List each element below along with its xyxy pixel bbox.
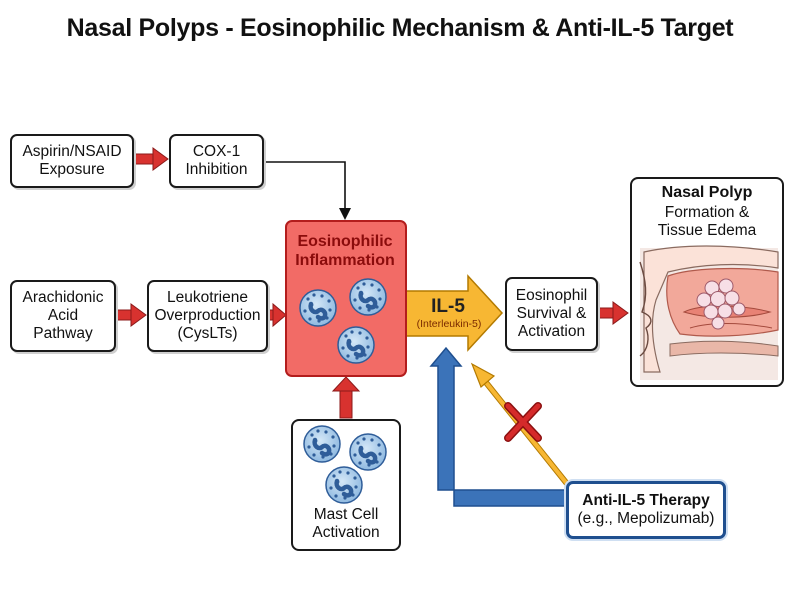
arrow-aspirin-to-cox1 — [133, 147, 169, 171]
eosinophil-cell-icon — [350, 279, 386, 315]
arrow-cox1-to-inflammation — [264, 161, 351, 220]
anti-il5-therapy-box: Anti-IL-5 Therapy (e.g., Mepolizumab) — [566, 481, 726, 539]
mast-cell-label: Mast Cell Activation — [312, 506, 380, 541]
arrow-leukotriene-to-inflammation — [267, 302, 287, 328]
arrow-arachidonic-to-leukotriene — [115, 303, 147, 327]
blue-inhibition-arrow — [429, 346, 567, 507]
il5-sublabel: (Interleukin-5) — [416, 318, 482, 330]
il5-label: IL-5 — [431, 296, 465, 317]
il5-arrow — [405, 274, 504, 352]
mast-cell-icon — [350, 434, 386, 470]
eosinophilic-inflammation-label: Eosinophilic Inflammation — [295, 233, 395, 269]
anti-il5-subtitle: (e.g., Mepolizumab) — [577, 510, 715, 527]
mast-cell-icon — [326, 467, 362, 503]
nasal-polyp-description: Formation & Tissue Edema — [657, 204, 757, 239]
anti-il5-title: Anti-IL-5 Therapy — [582, 492, 710, 509]
blocked-signal-arrow — [470, 362, 575, 492]
eosinophil-cell-icon — [300, 290, 336, 326]
leukotriene-box: Leukotriene Overproduction (CysLTs) — [147, 280, 268, 352]
page-title: Nasal Polyps - Eosinophilic Mechanism & … — [66, 14, 734, 42]
mast-cell-box-art — [291, 419, 401, 551]
arachidonic-acid-box: Arachidonic Acid Pathway — [10, 280, 116, 352]
aspirin-exposure-box: Aspirin/NSAID Exposure — [10, 134, 134, 188]
mast-cell-icon — [304, 426, 340, 462]
cox1-inhibition-box: COX-1 Inhibition — [169, 134, 264, 188]
block-x-icon — [504, 402, 542, 442]
eosinophil-survival-box: Eosinophil Survival & Activation — [505, 277, 598, 351]
arrow-survival-to-polyp — [597, 301, 629, 325]
arrow-mast-to-inflammation — [331, 376, 361, 419]
nasal-polyp-box-art — [630, 177, 784, 387]
nasal-anatomy-icon — [639, 245, 779, 380]
eosinophil-cell-icon — [338, 327, 374, 363]
eosinophilic-inflammation-box — [285, 220, 407, 377]
nasal-polyp-title: Nasal Polyp — [661, 184, 753, 201]
